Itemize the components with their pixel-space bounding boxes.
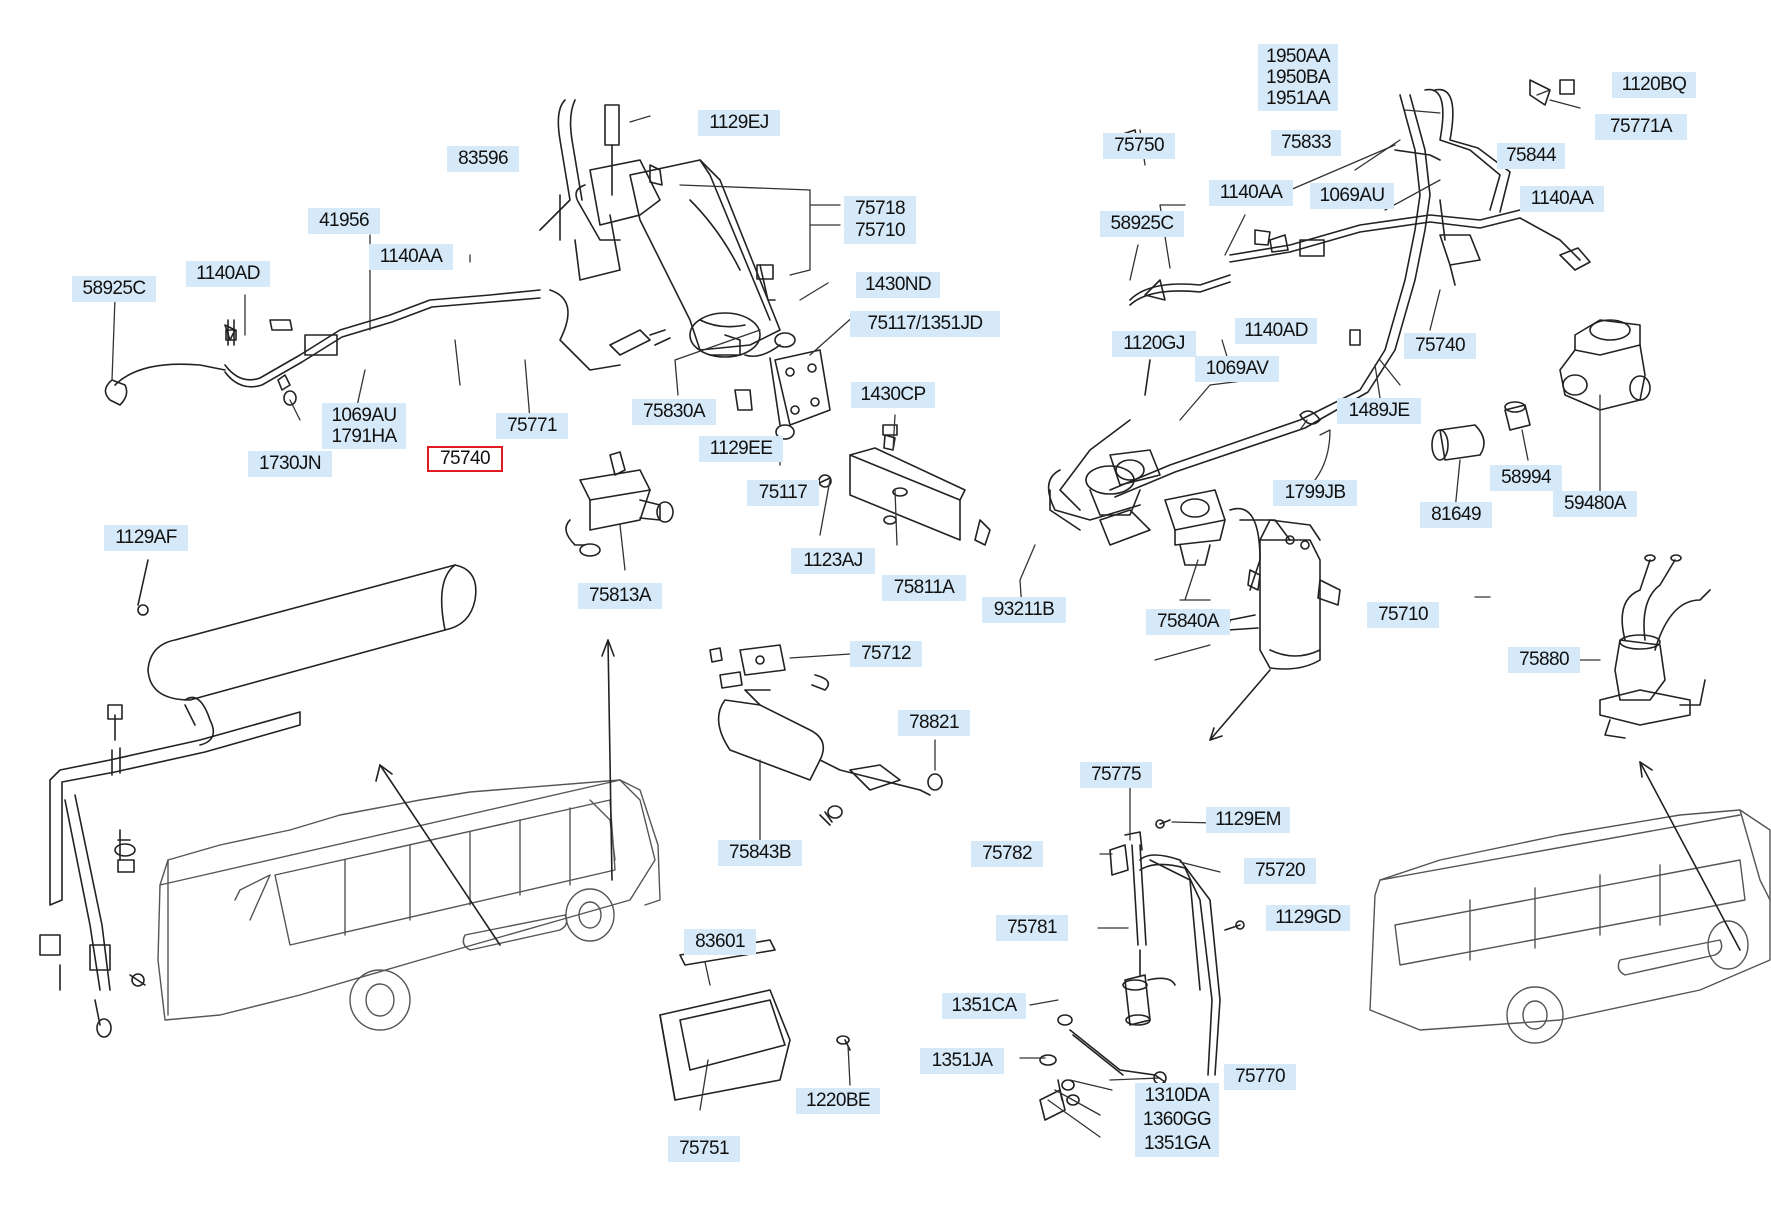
part-label-75720[interactable]: 75720	[1244, 858, 1316, 884]
bracket-plate-drawing	[734, 332, 831, 440]
part-label-75712[interactable]: 75712	[850, 641, 922, 667]
part-label-1140AD-left[interactable]: 1140AD	[186, 261, 270, 287]
cylinder-75843B-drawing	[709, 644, 943, 826]
part-label-75740-selected[interactable]: 75740	[427, 446, 503, 472]
part-label-75775[interactable]: 75775	[1080, 762, 1152, 788]
part-label-1123AJ[interactable]: 1123AJ	[791, 548, 875, 574]
part-label-93211B[interactable]: 93211B	[982, 597, 1066, 623]
part-label-1069AU-right[interactable]: 1069AU	[1310, 183, 1394, 209]
leveling-valve-linkage-drawing	[1039, 819, 1245, 1121]
part-label-1489JE[interactable]: 1489JE	[1337, 398, 1421, 424]
part-label-1129EJ[interactable]: 1129EJ	[698, 110, 780, 136]
valve-75813A-drawing	[565, 451, 674, 557]
part-label-83596[interactable]: 83596	[447, 146, 519, 172]
part-label-1310DA[interactable]: 1310DA	[1135, 1083, 1219, 1109]
upper-left-harness-drawing	[104, 289, 671, 406]
arrow-to-parts-left	[379, 764, 501, 946]
part-label-1140AA-left[interactable]: 1140AA	[369, 244, 453, 270]
part-label-75117-1351JD[interactable]: 75117/1351JD	[850, 311, 1000, 337]
part-label-1951AA[interactable]: 1951AA	[1258, 86, 1338, 111]
part-label-75710-bottom[interactable]: 75710	[1367, 602, 1439, 628]
part-label-1950BA[interactable]: 1950BA	[1258, 65, 1338, 90]
part-label-1129EE[interactable]: 1129EE	[699, 436, 783, 462]
part-label-58994[interactable]: 58994	[1490, 465, 1562, 491]
part-label-1120BQ[interactable]: 1120BQ	[1612, 72, 1696, 98]
part-label-75718[interactable]: 75718	[844, 196, 916, 222]
part-label-1069AU-1791HA[interactable]: 1069AU 1791HA	[322, 403, 406, 449]
arrow-to-bus-right	[1209, 669, 1271, 741]
part-label-41956[interactable]: 41956	[308, 208, 380, 234]
part-label-75710-top[interactable]: 75710	[844, 218, 916, 244]
part-label-75833[interactable]: 75833	[1271, 130, 1341, 156]
bus-left-drawing	[157, 779, 661, 1031]
actuator-cylinder-drawing	[539, 99, 781, 358]
part-label-75811A[interactable]: 75811A	[882, 575, 966, 601]
part-label-1069AV[interactable]: 1069AV	[1195, 356, 1279, 382]
air-tank-drawing	[137, 559, 477, 701]
arrow-to-valve	[607, 639, 613, 881]
part-label-1950AA[interactable]: 1950AA	[1258, 44, 1338, 69]
part-label-75117[interactable]: 75117	[747, 480, 819, 506]
part-label-75781[interactable]: 75781	[996, 915, 1068, 941]
part-label-58925C-left[interactable]: 58925C	[72, 276, 156, 302]
part-label-75813A[interactable]: 75813A	[578, 583, 662, 609]
part-label-75751[interactable]: 75751	[668, 1136, 740, 1162]
leader-lines	[111, 89, 1601, 1138]
part-label-75771[interactable]: 75771	[496, 413, 568, 439]
part-label-1430CP[interactable]: 1430CP	[851, 382, 935, 408]
arrow-to-sensor	[1639, 761, 1741, 951]
part-label-75782[interactable]: 75782	[971, 841, 1043, 867]
part-label-59480A[interactable]: 59480A	[1553, 491, 1637, 517]
sensor-75880-drawing	[1599, 554, 1711, 739]
part-label-75750[interactable]: 75750	[1103, 133, 1175, 159]
part-label-1129AF[interactable]: 1129AF	[104, 525, 188, 551]
part-label-1351CA[interactable]: 1351CA	[942, 993, 1026, 1019]
part-label-1220BE[interactable]: 1220BE	[796, 1088, 880, 1114]
part-label-1140AD-right[interactable]: 1140AD	[1235, 318, 1317, 344]
part-label-78821[interactable]: 78821	[898, 710, 970, 736]
part-label-75844[interactable]: 75844	[1497, 143, 1565, 169]
part-label-1140AA-mid[interactable]: 1140AA	[1209, 180, 1293, 206]
part-label-1360GG[interactable]: 1360GG	[1135, 1107, 1219, 1133]
part-label-1351JA[interactable]: 1351JA	[920, 1048, 1004, 1074]
part-label-1129GD[interactable]: 1129GD	[1266, 905, 1350, 931]
part-label-1799JB[interactable]: 1799JB	[1273, 480, 1357, 506]
part-label-75880[interactable]: 75880	[1508, 647, 1580, 673]
bus-right-drawing	[1369, 809, 1771, 1044]
part-label-75740-right[interactable]: 75740	[1404, 333, 1476, 359]
part-label-75830A[interactable]: 75830A	[632, 399, 716, 425]
part-label-1120GJ[interactable]: 1120GJ	[1112, 331, 1196, 357]
part-label-75843B[interactable]: 75843B	[718, 840, 802, 866]
part-label-58925C-right[interactable]: 58925C	[1100, 211, 1184, 237]
part-label-1351GA[interactable]: 1351GA	[1135, 1131, 1219, 1157]
left-piping-drawing	[39, 696, 301, 1038]
part-label-81649[interactable]: 81649	[1420, 502, 1492, 528]
part-label-83601[interactable]: 83601	[684, 929, 756, 955]
part-label-1730JN[interactable]: 1730JN	[248, 451, 332, 477]
part-label-1140AA-right[interactable]: 1140AA	[1520, 186, 1604, 212]
part-label-75770[interactable]: 75770	[1224, 1064, 1296, 1090]
part-label-1430ND[interactable]: 1430ND	[856, 272, 940, 298]
part-label-75771A[interactable]: 75771A	[1595, 114, 1687, 140]
part-label-1129EM[interactable]: 1129EM	[1206, 807, 1290, 833]
part-label-75840A[interactable]: 75840A	[1146, 609, 1230, 635]
